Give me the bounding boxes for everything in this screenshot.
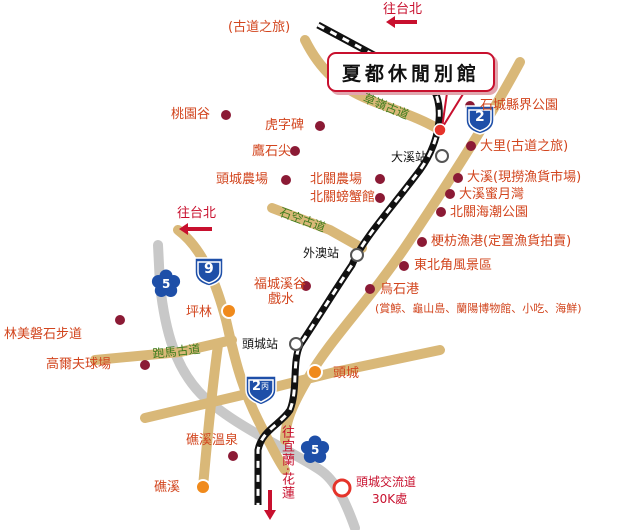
poi-dot-beiguan-crab <box>375 193 385 203</box>
poi-beiguan-park: 北關海潮公園 <box>450 205 529 220</box>
poi-linmei: 林美磐石步道 <box>4 327 83 342</box>
freeway-shield-5-upper <box>151 269 181 297</box>
poi-shicheng: 石城縣界公園 <box>480 98 559 113</box>
poi-dot-jiaoxi-spring <box>228 451 238 461</box>
poi-taoyuan-valley: 桃園谷 <box>171 107 211 122</box>
poi-dots <box>115 101 476 461</box>
town-jiaoxi: 礁溪 <box>154 480 181 495</box>
poi-dot-beiguan-park <box>436 207 446 217</box>
poi-gengfang: 梗枋漁港(定置漁貨拍賣) <box>431 234 572 249</box>
direction-south: 往宜蘭·花蓮 <box>279 425 294 501</box>
poi-dot-northeast-scenic <box>399 261 409 271</box>
poi-fucheng: 福城溪谷 <box>254 277 307 292</box>
poi-dot-gengfang <box>417 237 427 247</box>
resort-name: 夏都休閒別館 <box>341 62 480 85</box>
poi-wushi: 烏石港 <box>380 282 420 297</box>
poi-yingshi: 鷹石尖 <box>252 144 292 159</box>
resort-marker <box>433 123 447 137</box>
poi-toucheng-farm: 頭城農場 <box>216 172 269 187</box>
poi-dashi-market: 大溪(現撈漁貨市場) <box>467 170 582 185</box>
town-toucheng: 頭城 <box>333 366 360 381</box>
shield-2-top <box>465 105 495 135</box>
direction-north-top: 往台北 <box>383 2 423 17</box>
poi-dot-yingshi <box>290 146 300 156</box>
poi-jiaoxi-spring: 礁溪溫泉 <box>186 433 239 448</box>
shield-2-bing-number: 2 <box>252 379 262 394</box>
poi-huzi: 虎字碑 <box>265 118 305 133</box>
resort-callout: 夏都休閒別館 <box>327 52 495 92</box>
poi-dot-taoyuan-valley <box>221 110 231 120</box>
poi-dot-wushi <box>365 284 375 294</box>
poi-golf: 高爾夫球場 <box>46 357 112 372</box>
arrow-north-top <box>386 16 417 28</box>
poi-wushi-note: (賞鯨、龜山島、蘭陽博物館、小吃、海鮮) <box>375 302 582 315</box>
station-label-waiao: 外澳站 <box>303 246 340 260</box>
poi-dot-dali <box>466 141 476 151</box>
poi-dot-golf <box>140 360 150 370</box>
poi-dot-toucheng-farm <box>281 175 291 185</box>
poi-dali: 大里(古道之旅) <box>480 139 569 154</box>
shield-2-bing-suffix: 丙 <box>261 382 269 391</box>
poi-beiguan-crab: 北關螃蟹館 <box>310 190 376 205</box>
town-dots <box>195 303 323 495</box>
arrow-north-left <box>179 223 212 235</box>
waiao-station-marker <box>350 248 364 262</box>
freeway-5-upper-number: 5 <box>162 277 171 291</box>
town-dot-toucheng <box>307 364 323 380</box>
shield-9 <box>194 257 224 287</box>
interchange-name: 頭城交流道 <box>356 475 417 489</box>
shield-2-bing <box>245 375 277 406</box>
jiaoxi-road <box>198 340 223 492</box>
poi-dot-honeymoon-bay <box>445 189 455 199</box>
poi-dot-fucheng <box>301 281 311 291</box>
poi-xishui: 戲水 <box>268 292 295 307</box>
poi-dot-linmei <box>115 315 125 325</box>
freeway-shield-5-lower <box>300 435 330 463</box>
resort-callout-pointer <box>441 85 470 129</box>
town-pinglin: 坪林 <box>186 305 213 320</box>
poi-northeast-scenic: 東北角風景區 <box>414 258 493 273</box>
direction-north-left: 往台北 <box>177 206 217 221</box>
interchange-marker <box>332 478 352 498</box>
freeway-5-lower-number: 5 <box>311 443 320 457</box>
caoling-trail-road <box>300 35 445 135</box>
shield-2-top-number: 2 <box>475 109 485 125</box>
poi-dot-dashi-market <box>453 173 463 183</box>
station-label-dashi: 大溪站 <box>391 150 428 164</box>
poi-beiguan-farm: 北關農場 <box>310 172 363 187</box>
poi-dot-huzi <box>315 121 325 131</box>
station-label-toucheng: 頭城站 <box>242 337 279 351</box>
poi-honeymoon-bay: 大溪蜜月灣 <box>459 187 525 202</box>
town-dot-pinglin <box>221 303 237 319</box>
ancient-trail-label: (古道之旅) <box>228 20 291 35</box>
shield-9-number: 9 <box>204 261 214 277</box>
shikong-trail-road <box>267 203 367 253</box>
interchange-distance: 30K處 <box>372 492 408 506</box>
toucheng-station-marker <box>289 337 303 351</box>
town-dot-jiaoxi <box>195 479 211 495</box>
poi-dot-beiguan-farm <box>375 174 385 184</box>
arrow-south <box>264 490 276 520</box>
dashi-station-marker <box>435 149 449 163</box>
railway-line-dash <box>256 23 441 505</box>
